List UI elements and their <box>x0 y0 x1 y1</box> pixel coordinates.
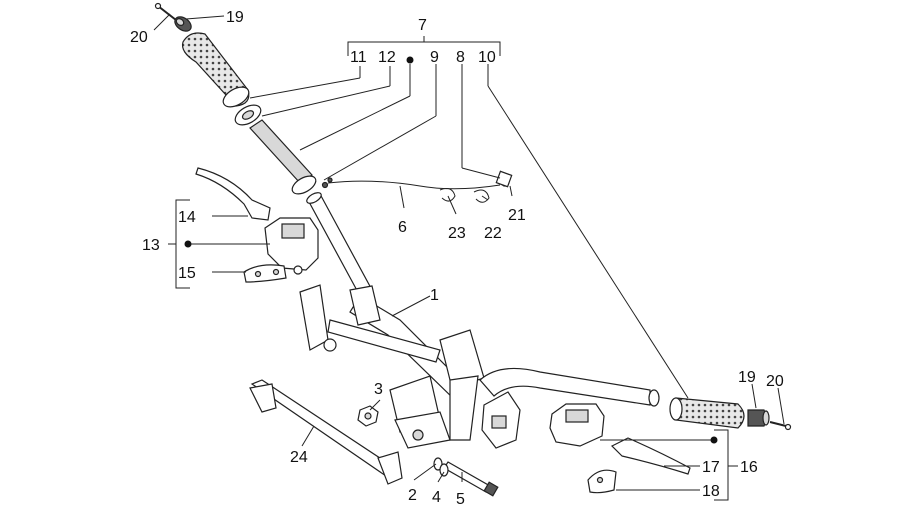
callout-10: 10 <box>478 49 496 66</box>
callout-4: 4 <box>432 489 441 506</box>
callout-3: 3 <box>374 381 383 398</box>
callout-18: 18 <box>702 483 720 500</box>
callout-16: 16 <box>740 459 758 476</box>
right-brake-lever <box>610 437 691 475</box>
callout-13: 13 <box>142 237 160 254</box>
group-bracket-16 <box>714 429 738 501</box>
throttle-cable <box>321 170 513 190</box>
nut <box>357 405 379 427</box>
right-lever-clamp <box>587 469 617 494</box>
handlebar-frame <box>299 192 660 449</box>
callout-23: 23 <box>448 225 466 242</box>
callout-15: 15 <box>178 265 196 282</box>
callout-20-right: 20 <box>766 373 784 390</box>
right-bar-end-weight <box>747 409 770 427</box>
right-brake-master-cylinder <box>549 403 605 447</box>
left-brake-lever <box>195 167 271 221</box>
grip-washer <box>234 104 262 126</box>
callout-19-right: 19 <box>738 369 756 386</box>
callout-7: 7 <box>418 17 427 34</box>
callout-19: 19 <box>226 9 244 26</box>
throttle-sleeve <box>249 119 317 195</box>
callout-24: 24 <box>290 449 308 466</box>
cable-clip <box>439 188 490 203</box>
callout-17: 17 <box>702 459 720 476</box>
callout-12: 12 <box>378 49 396 66</box>
assembly-dot <box>406 56 414 64</box>
right-bar-end-screw <box>769 421 792 431</box>
callout-8: 8 <box>456 49 465 66</box>
left-bar-end-weight <box>174 16 192 32</box>
callout-20: 20 <box>130 29 148 46</box>
left-lever-clamp <box>243 264 287 283</box>
mounting-bolt <box>443 461 499 497</box>
callout-5: 5 <box>456 491 465 508</box>
callout-9: 9 <box>430 49 439 66</box>
group-bracket-13 <box>168 199 190 289</box>
leader-lines <box>153 13 785 491</box>
assembly-dot <box>710 436 718 444</box>
right-grip <box>669 397 745 429</box>
left-brake-master-cylinder <box>264 217 319 275</box>
callout-1: 1 <box>430 287 439 304</box>
callout-21: 21 <box>508 207 526 224</box>
left-grip <box>181 32 250 108</box>
assembly-dot <box>184 240 192 248</box>
cover-strip <box>249 379 403 485</box>
callout-2: 2 <box>408 487 417 504</box>
callout-22: 22 <box>484 225 502 242</box>
callout-6: 6 <box>398 219 407 236</box>
left-bar-end-screw <box>154 2 177 21</box>
group-bracket-7 <box>347 36 501 56</box>
washer <box>433 457 449 477</box>
callout-11: 11 <box>350 49 367 66</box>
callout-14: 14 <box>178 209 196 226</box>
